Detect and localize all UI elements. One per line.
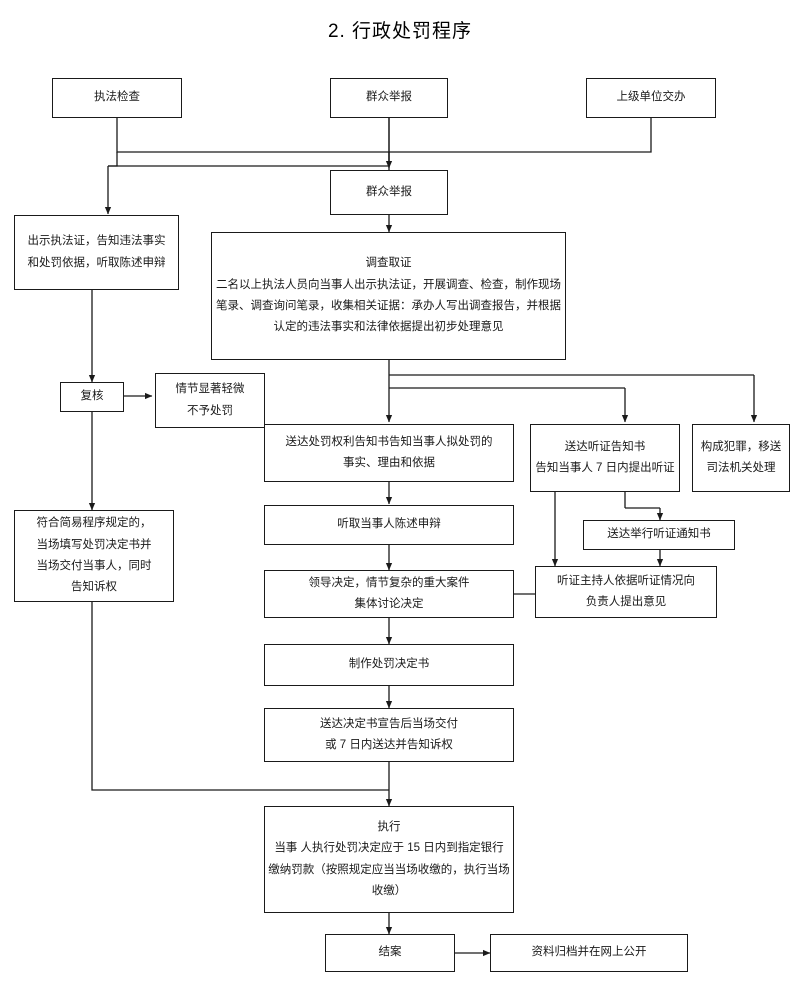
node-investigation[interactable]: 调查取证 二名以上执法人员向当事人出示执法证，开展调查、检查，制作现场 笔录、调… [211, 232, 566, 360]
node-line: 或 7 日内送达并告知诉权 [325, 739, 453, 751]
node-line: 告知当事人 7 日内提出听证 [535, 462, 675, 474]
node-line: 告知诉权 [71, 581, 117, 594]
node-line: 送达决定书宣告后当场交付 [320, 717, 458, 730]
node-line: 当事 人执行处罚决定应于 15 日内到指定银行 [274, 842, 504, 855]
node-line: 收缴） [371, 884, 407, 897]
node-line: 结案 [378, 946, 402, 959]
node-serve-hearing-convene[interactable]: 送达举行听证通知书 [583, 520, 735, 550]
node-line: 笔录、调查询问笔录，收集相关证据：承办人写出调查报告，并根据 [216, 300, 561, 312]
node-archive-publish[interactable]: 资料归档并在网上公开 [490, 934, 688, 972]
node-superior-assign[interactable]: 上级单位交办 [586, 78, 716, 118]
node-line: 集体讨论决定 [354, 598, 424, 610]
node-make-decision-doc[interactable]: 制作处罚决定书 [264, 644, 514, 686]
node-case-closed[interactable]: 结案 [325, 934, 455, 972]
node-line: 当场交付当事人，同时 [36, 560, 152, 572]
node-line: 制作处罚决定书 [348, 658, 430, 671]
node-line: 群众举报 [366, 91, 412, 104]
node-line: 执行 [377, 820, 401, 833]
node-line: 情节显著轻微 [175, 383, 245, 396]
node-line: 当场填写处罚决定书并 [36, 538, 152, 551]
node-minor-no-penalty[interactable]: 情节显著轻微 不予处罚 [155, 373, 265, 428]
node-public-report-second[interactable]: 群众举报 [330, 170, 448, 215]
node-line: 送达听证告知书 [564, 440, 646, 453]
node-review[interactable]: 复核 [60, 382, 124, 412]
node-line: 负责人提出意见 [585, 596, 667, 608]
page-title: 2. 行政处罚程序 [327, 21, 473, 42]
node-line: 不予处罚 [187, 404, 233, 417]
node-line: 构成犯罪，移送 [700, 440, 782, 453]
node-enforcement-check[interactable]: 执法检查 [52, 78, 182, 118]
node-criminal-transfer[interactable]: 构成犯罪，移送 司法机关处理 [692, 424, 790, 492]
node-line: 领导决定，情节复杂的重大案件 [308, 576, 470, 589]
node-line: 和处罚依据，听取陈述申辩 [27, 256, 166, 269]
node-line: 上级单位交办 [616, 91, 686, 104]
node-hearing-host-opinion[interactable]: 听证主持人依据听证情况向 负责人提出意见 [535, 566, 717, 618]
node-simple-procedure[interactable]: 符合简易程序规定的， 当场填写处罚决定书并 当场交付当事人，同时 告知诉权 [14, 510, 174, 602]
node-line: 听取当事人陈述申辩 [337, 518, 441, 531]
node-line: 群众举报 [366, 185, 412, 198]
node-serve-decision-doc[interactable]: 送达决定书宣告后当场交付 或 7 日内送达并告知诉权 [264, 708, 514, 762]
node-line: 出示执法证，告知违法事实 [27, 235, 166, 248]
node-leader-decision[interactable]: 领导决定，情节复杂的重大案件 集体讨论决定 [264, 570, 514, 618]
node-serve-rights-notice[interactable]: 送达处罚权利告知书告知当事人拟处罚的 事实、理由和依据 [264, 424, 514, 482]
node-line: 二名以上执法人员向当事人出示执法证，开展调查、检查，制作现场 [216, 278, 561, 291]
node-show-credentials[interactable]: 出示执法证，告知违法事实 和处罚依据，听取陈述申辩 [14, 215, 179, 290]
node-line: 调查取证 [365, 257, 412, 270]
node-line: 事实、理由和依据 [343, 457, 435, 469]
node-execution[interactable]: 执行 当事 人执行处罚决定应于 15 日内到指定银行 缴纳罚款（按照规定应当当场… [264, 806, 514, 913]
node-hearing-notice[interactable]: 送达听证告知书 告知当事人 7 日内提出听证 [530, 424, 680, 492]
node-line: 复核 [80, 390, 104, 403]
node-hear-statement[interactable]: 听取当事人陈述申辩 [264, 505, 514, 545]
node-line: 司法机关处理 [706, 462, 776, 474]
node-line: 符合简易程序规定的， [36, 517, 152, 530]
node-line: 资料归档并在网上公开 [531, 946, 647, 959]
node-line: 听证主持人依据听证情况向 [557, 574, 695, 587]
node-line: 送达处罚权利告知书告知当事人拟处罚的 [285, 435, 493, 448]
node-line: 认定的违法事实和法律依据提出初步处理意见 [273, 321, 504, 334]
node-public-report-top[interactable]: 群众举报 [330, 78, 448, 118]
node-line: 缴纳罚款（按照规定应当当场收缴的，执行当场 [268, 863, 510, 876]
node-line: 执法检查 [94, 91, 140, 104]
node-line: 送达举行听证通知书 [607, 528, 711, 541]
